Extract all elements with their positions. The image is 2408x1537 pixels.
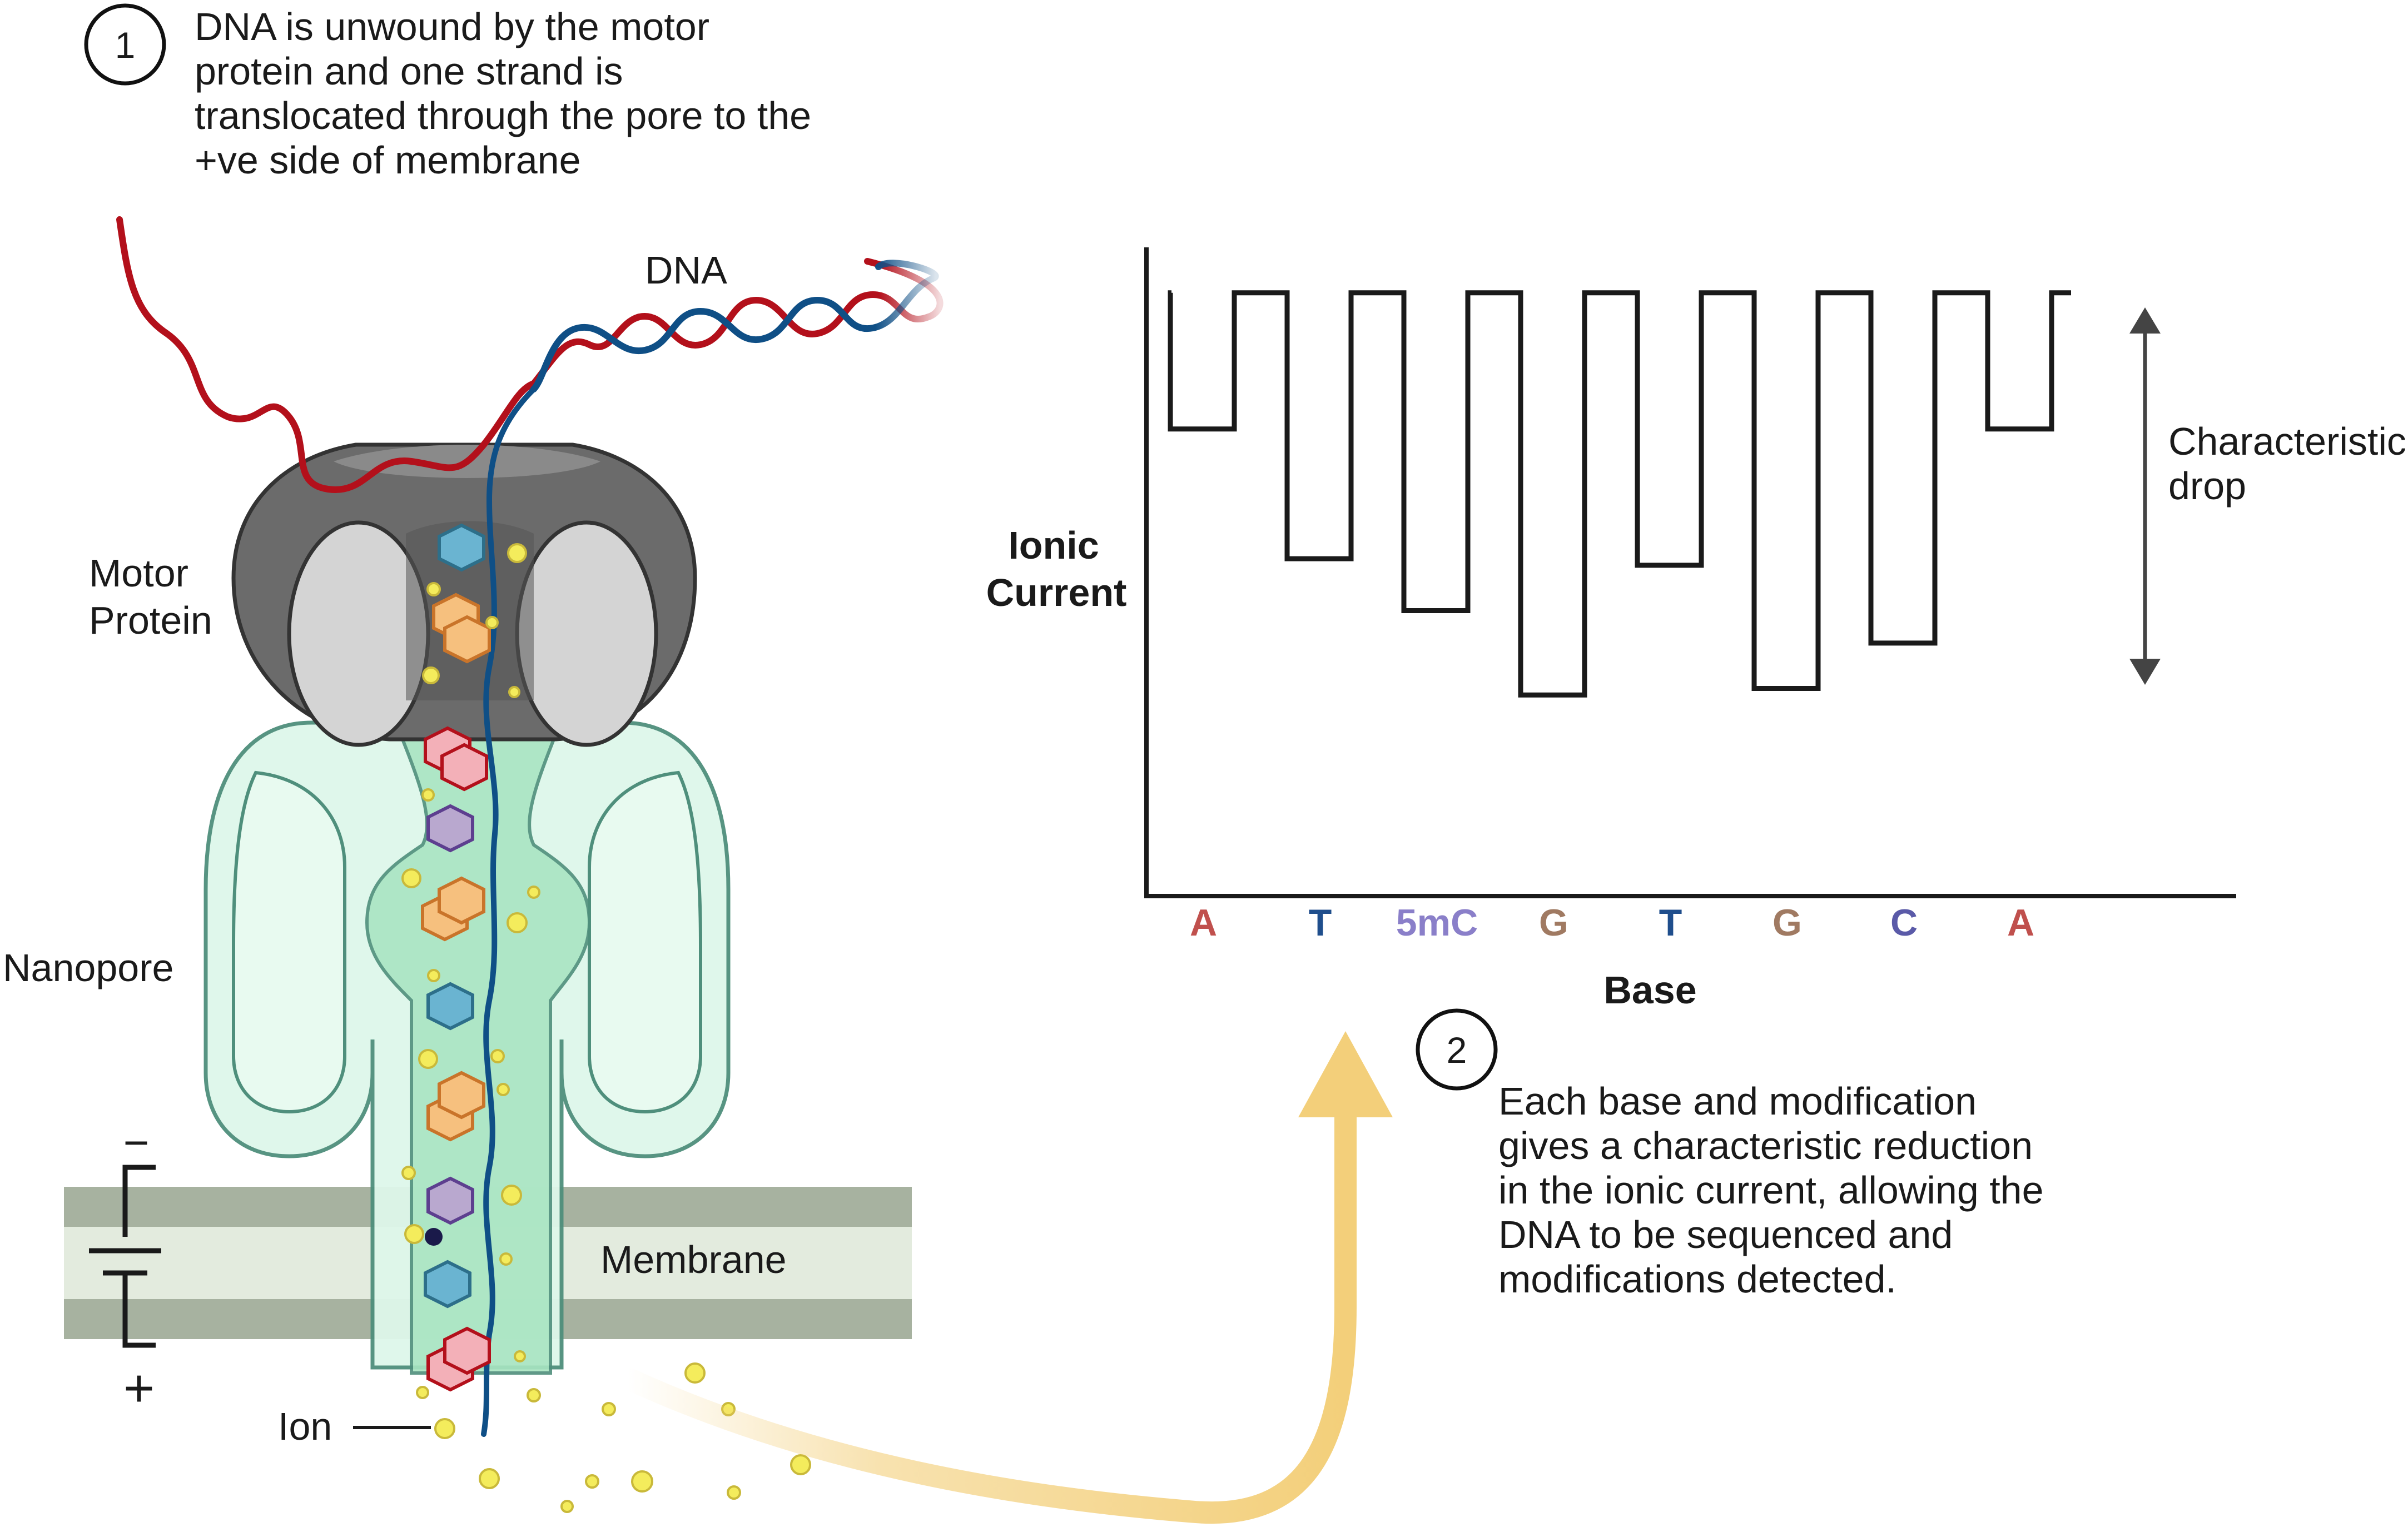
battery-symbol [89, 1165, 161, 1348]
ion-dot [434, 1418, 455, 1439]
ion-dot [602, 1402, 616, 1416]
base-label-4: G [1539, 902, 1568, 944]
ion-dot [404, 1224, 424, 1244]
ion-dot [527, 886, 540, 899]
dna-helix-red [530, 258, 944, 387]
ion-dot [499, 1252, 513, 1266]
step-2-number: 2 [1447, 1029, 1467, 1071]
base-labels: A T 5mC G T G C A [1190, 902, 2034, 944]
characteristic-drop-annotation: Characteristic drop [2129, 307, 2406, 685]
nucleotide-hexagon [438, 876, 485, 925]
ion-dot [416, 1386, 429, 1399]
characteristic-drop-label-line-1: Characteristic [2168, 420, 2406, 463]
step-1-number: 1 [115, 24, 136, 66]
nanopore-label: Nanopore [3, 946, 173, 989]
base-label-2: T [1309, 902, 1332, 944]
battery-minus: − [123, 1118, 150, 1167]
ion-dot [560, 1500, 574, 1513]
ion-dot [490, 1049, 505, 1063]
base-label-3: 5mC [1396, 902, 1478, 944]
ion-dot [527, 1388, 541, 1402]
step-2-text-line-2: gives a characteristic reduction [1498, 1124, 2033, 1167]
ion-dot [501, 1185, 522, 1206]
nucleotide-hexagon [438, 523, 485, 572]
step-2: 2 Each base and modification gives a cha… [1416, 1008, 2044, 1301]
nucleotide-hexagon [424, 1260, 471, 1309]
base-label-8: A [2007, 902, 2034, 944]
base-label-7: C [1890, 902, 1918, 944]
motor-protein-label-line-1: Motor [89, 551, 188, 595]
ion-dot [514, 1350, 526, 1362]
ion-dot [401, 1166, 416, 1180]
step-2-text-line-3: in the ionic current, allowing the [1498, 1168, 2044, 1212]
battery-plus: + [123, 1359, 155, 1418]
nucleotide-hexagon [426, 804, 474, 853]
arrow-up-icon [2129, 307, 2161, 334]
nucleotide-hexagon [443, 615, 491, 664]
ion-dot [508, 686, 520, 698]
base-label-1: A [1190, 902, 1217, 944]
chart-xlabel: Base [1603, 968, 1696, 1012]
ion-dot [421, 788, 435, 802]
dna-free-strand [116, 216, 537, 493]
ion-dot [507, 912, 528, 933]
dna-label: DNA [645, 248, 727, 292]
step-1-text-line-3: translocated through the pore to the [195, 94, 811, 137]
ion-dot [422, 666, 440, 684]
ion-dot [727, 1485, 741, 1500]
ion-dot [585, 1474, 599, 1489]
chart-ylabel-line-1: Ionic [1008, 524, 1099, 567]
dna [116, 216, 944, 1437]
step-2-text-line-5: modifications detected. [1498, 1257, 1896, 1301]
step-1: 1 DNA is unwound by the motor protein an… [84, 3, 811, 182]
ion-dot [497, 1083, 510, 1096]
ion-dot [401, 868, 421, 888]
ion-callout: Ion [278, 1405, 431, 1448]
methyl-mark [425, 1228, 443, 1246]
step-1-text-line-1: DNA is unwound by the motor [195, 5, 709, 48]
step-1-text-line-4: +ve side of membrane [195, 138, 581, 182]
step-2-text-line-4: DNA to be sequenced and [1498, 1213, 1953, 1256]
step-2-text-line-1: Each base and modification [1498, 1080, 1977, 1123]
ion-label: Ion [278, 1405, 332, 1448]
ion-dot [684, 1362, 706, 1384]
dna-translocating-strand [481, 386, 537, 1437]
ion-dot [479, 1468, 500, 1489]
step-1-badge [84, 3, 166, 86]
nucleotide-hexagon [426, 982, 474, 1031]
ion-dot [426, 582, 441, 596]
dna-helix-blue [530, 260, 939, 392]
ionic-current-trace [1168, 290, 2071, 698]
motor-protein [231, 442, 697, 747]
step-2-badge [1416, 1008, 1498, 1091]
nucleotide-hexagon [443, 1326, 491, 1375]
step-1-text-line-2: protein and one strand is [195, 49, 623, 93]
ionic-current-chart: A T 5mC G T G C A Ionic Current Base [986, 247, 2236, 1012]
base-label-6: G [1773, 902, 1802, 944]
ion-dot [427, 969, 440, 982]
characteristic-drop-label-line-2: drop [2168, 464, 2246, 508]
chart-ylabel-line-2: Current [986, 571, 1127, 614]
ion-dot [418, 1049, 438, 1069]
nucleotide-hexagon [426, 1176, 474, 1225]
ion-dot [507, 543, 527, 563]
signal-arrow [617, 1031, 1393, 1524]
nucleotides [421, 523, 491, 1392]
nucleotide-hexagon [440, 743, 488, 792]
base-label-5: T [1659, 902, 1682, 944]
motor-protein-label-line-2: Protein [89, 599, 212, 642]
nucleotide-hexagon [438, 1071, 485, 1120]
membrane-label: Membrane [600, 1238, 787, 1281]
ion-dot [631, 1470, 653, 1493]
ion-dot [485, 616, 499, 629]
arrow-down-icon [2129, 659, 2161, 685]
ion-dot [790, 1454, 811, 1475]
